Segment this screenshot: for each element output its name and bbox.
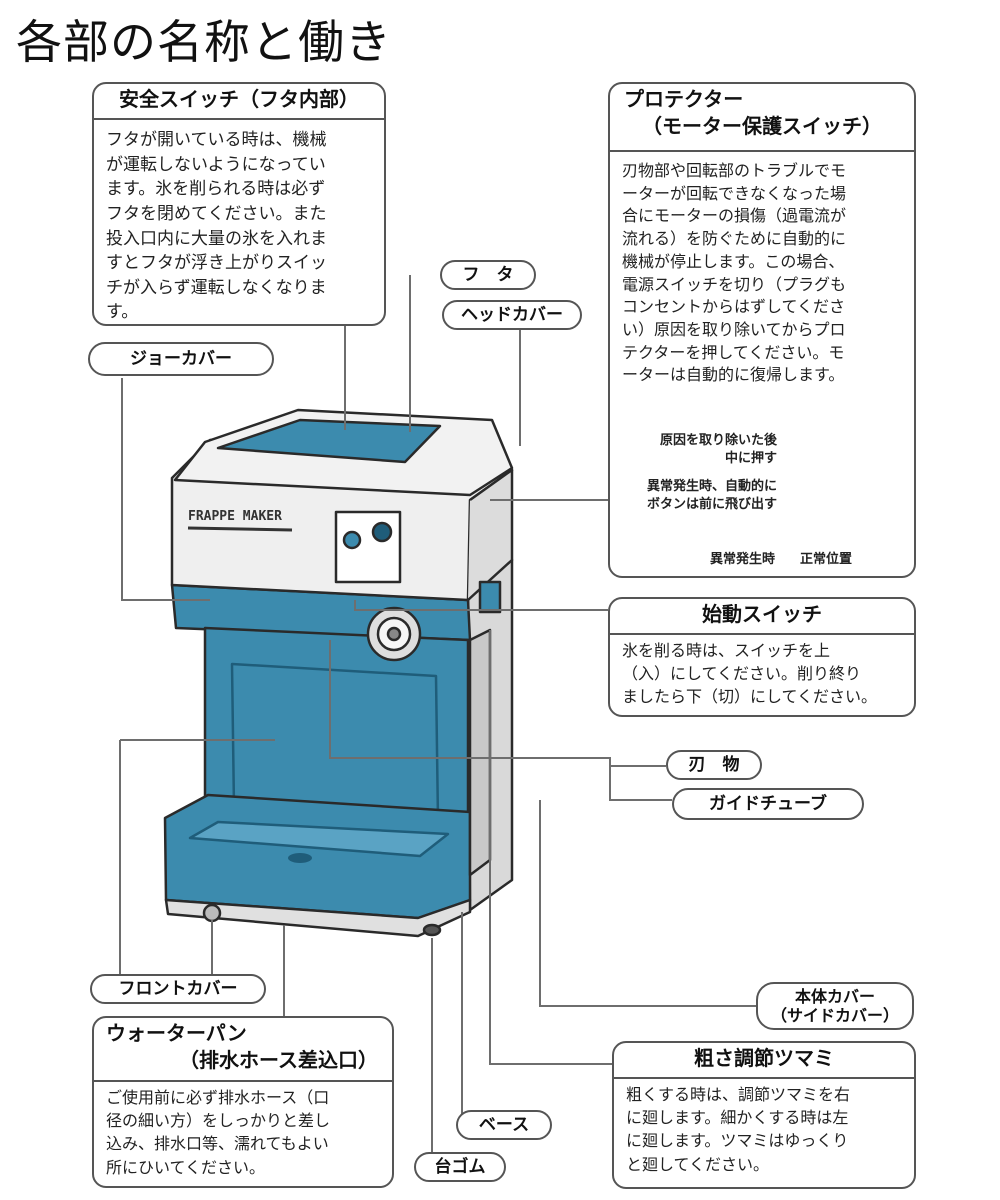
start-switch-title: 始動スイッチ [610,599,914,635]
inset-popout-label: 異常発生時、自動的に ボタンは前に飛び出す [612,478,777,513]
start-switch-callout: 始動スイッチ 氷を削る時は、スイッチを上 （入）にしてください。削り終り ました… [608,597,916,717]
water-pan-title-line2: （排水ホース差込口） [179,1048,378,1072]
label-head-cover: ヘッドカバー [442,300,582,330]
protector-title: プロテクター （モーター保護スイッチ） [610,84,914,152]
label-rubber-feet: 台ゴム [414,1152,506,1182]
text-line: ます。氷を削られる時は必ず [106,179,326,200]
rubber-foot [422,923,442,937]
text-line: す。 [106,302,139,323]
side-handle [478,580,502,614]
safety-switch-title: 安全スイッチ（フタ内部） [94,84,384,120]
label-guide-tube: ガイドチューブ [672,788,864,820]
label-jaw-cover: ジョーカバー [88,342,274,376]
text-line: ましたら下（切）にしてください。 [622,687,878,707]
lid-shape [216,418,442,464]
page-title: 各部の名称と働き [16,15,392,69]
text-line: フタを閉めてください。また [106,203,327,224]
label-lid: フ タ [440,260,536,290]
text-line: ご使用前に必ず排水ホース（口 [106,1088,330,1107]
text-line: 合にモーターの損傷（過電流が [622,206,847,226]
text-line: コンセントからはずしてくださ [622,297,846,317]
text-line: と廻してください。 [626,1154,770,1174]
inset-press-label: 原因を取り除いた後 中に押す [612,432,777,467]
text-line: すとフタが浮き上がりスイッ [106,253,327,274]
drain-port [202,903,222,923]
text-line: に廻します。ツマミはゆっくり [626,1131,849,1151]
drain-hole [288,853,312,863]
text-line: 刃物部や回転部のトラブルでモ [622,161,847,180]
inset-press-label-2: 中に押す [724,450,777,466]
text-line: 機械が停止します。この場合、 [622,251,845,271]
text-line: 込み、排水口等、濡れてもよい [106,1134,329,1154]
text-line: テクターを押してください。モ [622,342,845,362]
label-base: ベース [456,1110,552,1140]
start-switch-knob [371,521,393,543]
start-switch-text: 氷を削る時は、スイッチを上 （入）にしてください。削り終り ましたら下（切）にし… [610,635,914,717]
text-line: 投入口内に大量の氷を入れま [106,228,327,249]
inset-popout-label-2: ボタンは前に飛び出す [646,496,777,512]
control-panel [334,510,402,584]
label-body-cover: 本体カバー （サイドカバー） [756,982,914,1030]
text-line: い）原因を取り除いてからプロ [622,320,846,340]
protector-text: 刃物部や回転部のトラブルでモ ーターが回転できなくなった場 合にモーターの損傷（… [610,152,914,395]
label-blade: 刃 物 [666,750,762,780]
coarse-knob-callout: 粗さ調節ツマミ 粗くする時は、調節ツマミを右 に廻します。細かくする時は左 に廻… [612,1041,916,1189]
water-pan-tray [188,820,450,858]
text-line: フタが開いている時は、機械 [106,130,327,150]
protector-button [342,530,362,550]
inset-press-label-1: 原因を取り除いた後 [659,433,777,448]
coarse-knob-title: 粗さ調節ツマミ [614,1043,914,1079]
protector-title-line2: （モーター保護スイッチ） [642,114,882,138]
machine-brand: FRAPPE MAKER [188,509,282,524]
coarse-knob-text: 粗くする時は、調節ツマミを右 に廻します。細かくする時は左 に廻します。ツマミは… [614,1079,914,1184]
protector-title-line1: プロテクター [624,87,744,111]
text-line: チが入らず運転しなくなりま [106,277,327,298]
text-line: 径の細い方）をしっかりと差し [106,1111,331,1131]
protector-callout: プロテクター （モーター保護スイッチ） 刃物部や回転部のトラブルでモ ーターが回… [608,82,916,578]
text-line: 所にひいてください。 [106,1157,266,1177]
text-line: （入）にしてください。削り終り [622,664,862,684]
text-line: が運転しないようになってい [106,154,326,175]
text-line: 流れる）を防ぐために自動的に [622,229,847,249]
inset-abnormal-label: 異常発生時 [710,552,776,567]
inset-popout-label-1: 異常発生時、自動的に [646,479,777,494]
guide-tube-shape [468,628,492,877]
text-line: 粗くする時は、調節ツマミを右 [626,1085,851,1104]
label-body-cover-line1: 本体カバー [794,987,875,1006]
water-pan-text: ご使用前に必ず排水ホース（口 径の細い方）をしっかりと差し 込み、排水口等、濡れ… [94,1082,392,1187]
text-line: ーターは自動的に復帰します。 [622,365,845,385]
text-line: ーターが回転できなくなった場 [622,183,847,203]
text-line: 電源スイッチを切り（プラグも [622,274,847,294]
water-pan-title: ウォーターパン （排水ホース差込口） [94,1018,392,1082]
safety-switch-callout: 安全スイッチ（フタ内部） フタが開いている時は、機械 が運転しないようになってい… [92,82,386,326]
text-line: に廻します。細かくする時は左 [626,1108,849,1128]
machine-illustration: FRAPPE MAKER [163,408,514,938]
inset-normal-label: 正常位置 [800,552,853,567]
water-pan-shape [163,793,472,920]
safety-switch-text: フタが開いている時は、機械 が運転しないようになってい ます。氷を削られる時は必… [94,120,384,333]
water-pan-title-line1: ウォーターパン [106,1021,247,1045]
text-line: 氷を削る時は、スイッチを上 [622,641,831,660]
label-body-cover-line2: （サイドカバー） [770,1006,899,1026]
base-shape [164,898,472,938]
label-front-cover: フロントカバー [90,974,266,1004]
water-pan-callout: ウォーターパン （排水ホース差込口） ご使用前に必ず排水ホース（口 径の細い方）… [92,1016,394,1188]
leader-lines [119,275,756,1160]
